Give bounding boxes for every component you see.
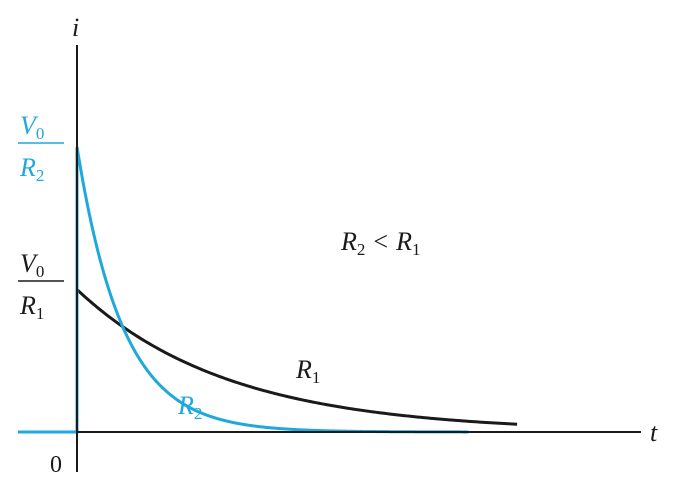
y-tick-v0-over-r2: V0 R2	[18, 111, 64, 185]
series-line-r2	[75, 146, 469, 434]
y-tick-v0-r2-denominator: R2	[19, 153, 44, 185]
y-axis-label: i	[72, 13, 79, 42]
y-tick-v0-over-r1: V0 R1	[18, 249, 64, 323]
curves-layer	[18, 146, 518, 434]
y-tick-v0-r2-numerator: V0	[20, 111, 44, 143]
y-tick-v0-r1-denominator: R1	[19, 291, 44, 323]
origin-label: 0	[50, 452, 62, 478]
resistance-comparison-annotation: R2<R1	[340, 227, 420, 259]
series-line-r1	[75, 288, 518, 426]
y-tick-v0-r1-numerator: V0	[20, 249, 44, 281]
axes	[76, 45, 641, 472]
series-label-r1: R1	[295, 355, 320, 387]
series-label-r2: R2	[177, 391, 202, 423]
series-pre-zero-r2	[18, 147, 79, 434]
x-axis-label: t	[650, 418, 658, 447]
